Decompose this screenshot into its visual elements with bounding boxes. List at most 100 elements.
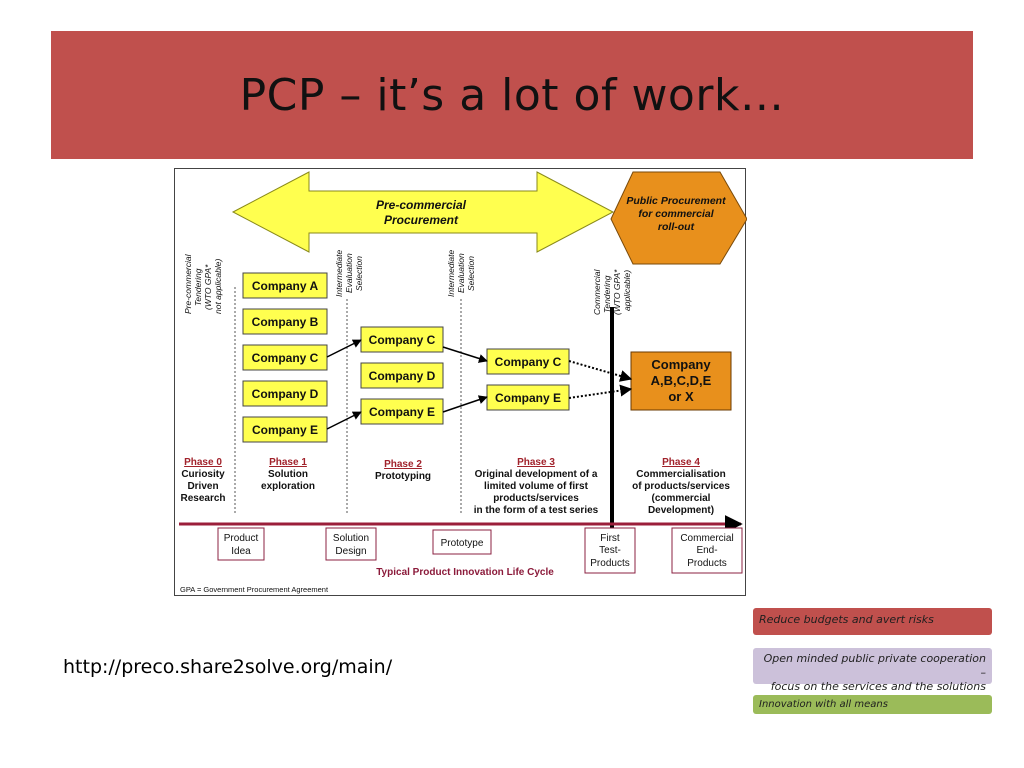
company-box [360,326,444,353]
phase-line: Prototyping [375,471,431,482]
company-label: Company A [252,279,319,293]
source-url: http://preco.share2solve.org/main/ [63,656,393,678]
arrow-e2-to-e3 [442,395,488,413]
company-box [242,344,328,371]
commercial-tendering-line-1: Commercial [592,269,602,315]
company-box [360,398,444,425]
lifecycle-line: Commercial [680,533,733,544]
company-label: Company D [369,369,436,383]
pcp-diagram-svg: Pre-commercial Procurement Public Procur… [179,171,747,594]
eval1-line-1: Intermediate [334,249,344,297]
commercial-tendering-line-2: Tendering [602,275,612,313]
phase-title: Phase 4 [662,457,700,468]
phase-line: of products/services [632,481,730,492]
lifecycle-line: Prototype [441,538,484,549]
phase-3: Phase 3 Original development of a limite… [474,457,599,516]
lifecycle-line: End- [696,545,717,556]
phase-line: Solution [268,469,308,480]
pp-arrow-line-1: Public Procurement [626,195,726,207]
eval1-line-3: Selection [354,256,364,291]
slide-title: PCP – it’s a lot of work… [239,69,785,121]
pp-arrow-line-3: roll-out [658,221,695,233]
company-label: Company C [369,333,436,347]
phase-line: Development) [648,505,714,516]
commercial-tendering-label: Commercial Tendering (WTO GPA* applicabl… [592,269,632,315]
lifecycle-line: Solution [333,533,369,544]
eval2-line-2: Evaluation [456,253,466,293]
lifecycle-line: Design [335,546,366,557]
company-label: Company B [252,315,319,329]
pcp-arrow-line-1: Pre-commercial [376,198,467,212]
lifecycle-box [671,527,743,574]
company-label: Company C [252,351,319,365]
phase-line: (commercial [652,493,711,504]
legend-reduce-budgets: Reduce budgets and avert risks [753,608,992,635]
lifecycle-line: Test- [599,545,621,556]
phase-line: Commercialisation [636,469,725,480]
company-box [486,384,570,411]
pcp-arrow [231,171,615,253]
pcp-arrow-line-2: Procurement [384,213,459,227]
pre-tendering-label: Pre-commercial Tendering (WTO GPA* not a… [183,253,223,314]
eval2-line-1: Intermediate [446,249,456,297]
arrow-c3-to-final [568,360,633,382]
company-box [486,348,570,375]
lifecycle-line: Products [590,558,629,569]
phase-line: exploration [261,481,315,492]
company-label: Company C [495,355,562,369]
phase-4: Phase 4 Commercialisation of products/se… [632,457,730,516]
legend-item-2-line-1: Open minded public private cooperation – [763,652,986,679]
pre-tendering-line-4: not applicable) [213,259,223,314]
company-box [360,362,444,389]
legend-item-2-line-2: focus on the services and the solutions [770,680,986,693]
lifecycle-box [432,529,492,555]
phase2-companies: Company C Company D Company E [360,326,444,425]
pp-arrow [610,171,747,265]
company-label: Company E [495,391,561,405]
pp-arrow-line-2: for commercial [638,208,714,220]
lifecycle-box [584,527,636,574]
eval1-label: Intermediate Evaluation Selection [334,249,364,297]
phase-title: Phase 0 [184,457,222,468]
lifecycle-line: Idea [231,546,251,557]
arrow-c1-to-c2 [326,339,362,358]
eval2-line-3: Selection [466,256,476,291]
phase-title: Phase 3 [517,457,555,468]
company-label: Company D [252,387,319,401]
arrow-e1-to-e2 [326,411,362,430]
lifecycle-boxes: Product Idea Solution Design Prototype F… [217,527,743,574]
phase-line: products/services [493,493,579,504]
lifecycle-line: First [600,533,620,544]
lifecycle-line: Product [224,533,259,544]
eval1-line-2: Evaluation [344,253,354,293]
phase3-companies: Company C Company E [486,348,570,411]
pre-tendering-line-3: (WTO GPA* [203,264,213,310]
pre-tendering-line-1: Pre-commercial [183,253,193,314]
phase-line: in the form of a test series [474,505,599,516]
phase-line: Original development of a [475,469,598,480]
company-label: Company E [369,405,435,419]
gpa-footnote: GPA = Government Procurement Agreement [180,585,329,594]
lifecycle-label: Typical Product Innovation Life Cycle [376,567,554,578]
lifecycle-box [325,527,377,561]
legend-innovation: Innovation with all means [753,695,992,714]
company-box [242,272,328,299]
company-label: Company E [252,423,318,437]
legend-item-1-text: Reduce budgets and avert risks [759,613,934,626]
phase1-companies: Company A Company B Company C Company D … [242,272,328,443]
lifecycle-line: Products [687,558,726,569]
final-company-line-2: A,B,C,D,E [651,373,712,388]
final-company-line-1: Company [651,357,711,372]
phase-2: Phase 2 Prototyping [375,459,431,482]
legend-item-3-text: Innovation with all means [759,699,888,710]
phase-0: Phase 0 Curiosity Driven Research [180,457,225,504]
pcp-diagram: Pre-commercial Procurement Public Procur… [174,168,747,596]
arrow-c2-to-c3 [442,346,488,363]
eval2-label: Intermediate Evaluation Selection [446,249,476,297]
commercial-tendering-line-3: (WTO GPA* [612,269,622,315]
phase-line: limited volume of first [484,481,589,492]
phase-line: Curiosity [181,469,225,480]
phase-title: Phase 2 [384,459,422,470]
phase-line: Driven [187,481,218,492]
company-box [242,308,328,335]
